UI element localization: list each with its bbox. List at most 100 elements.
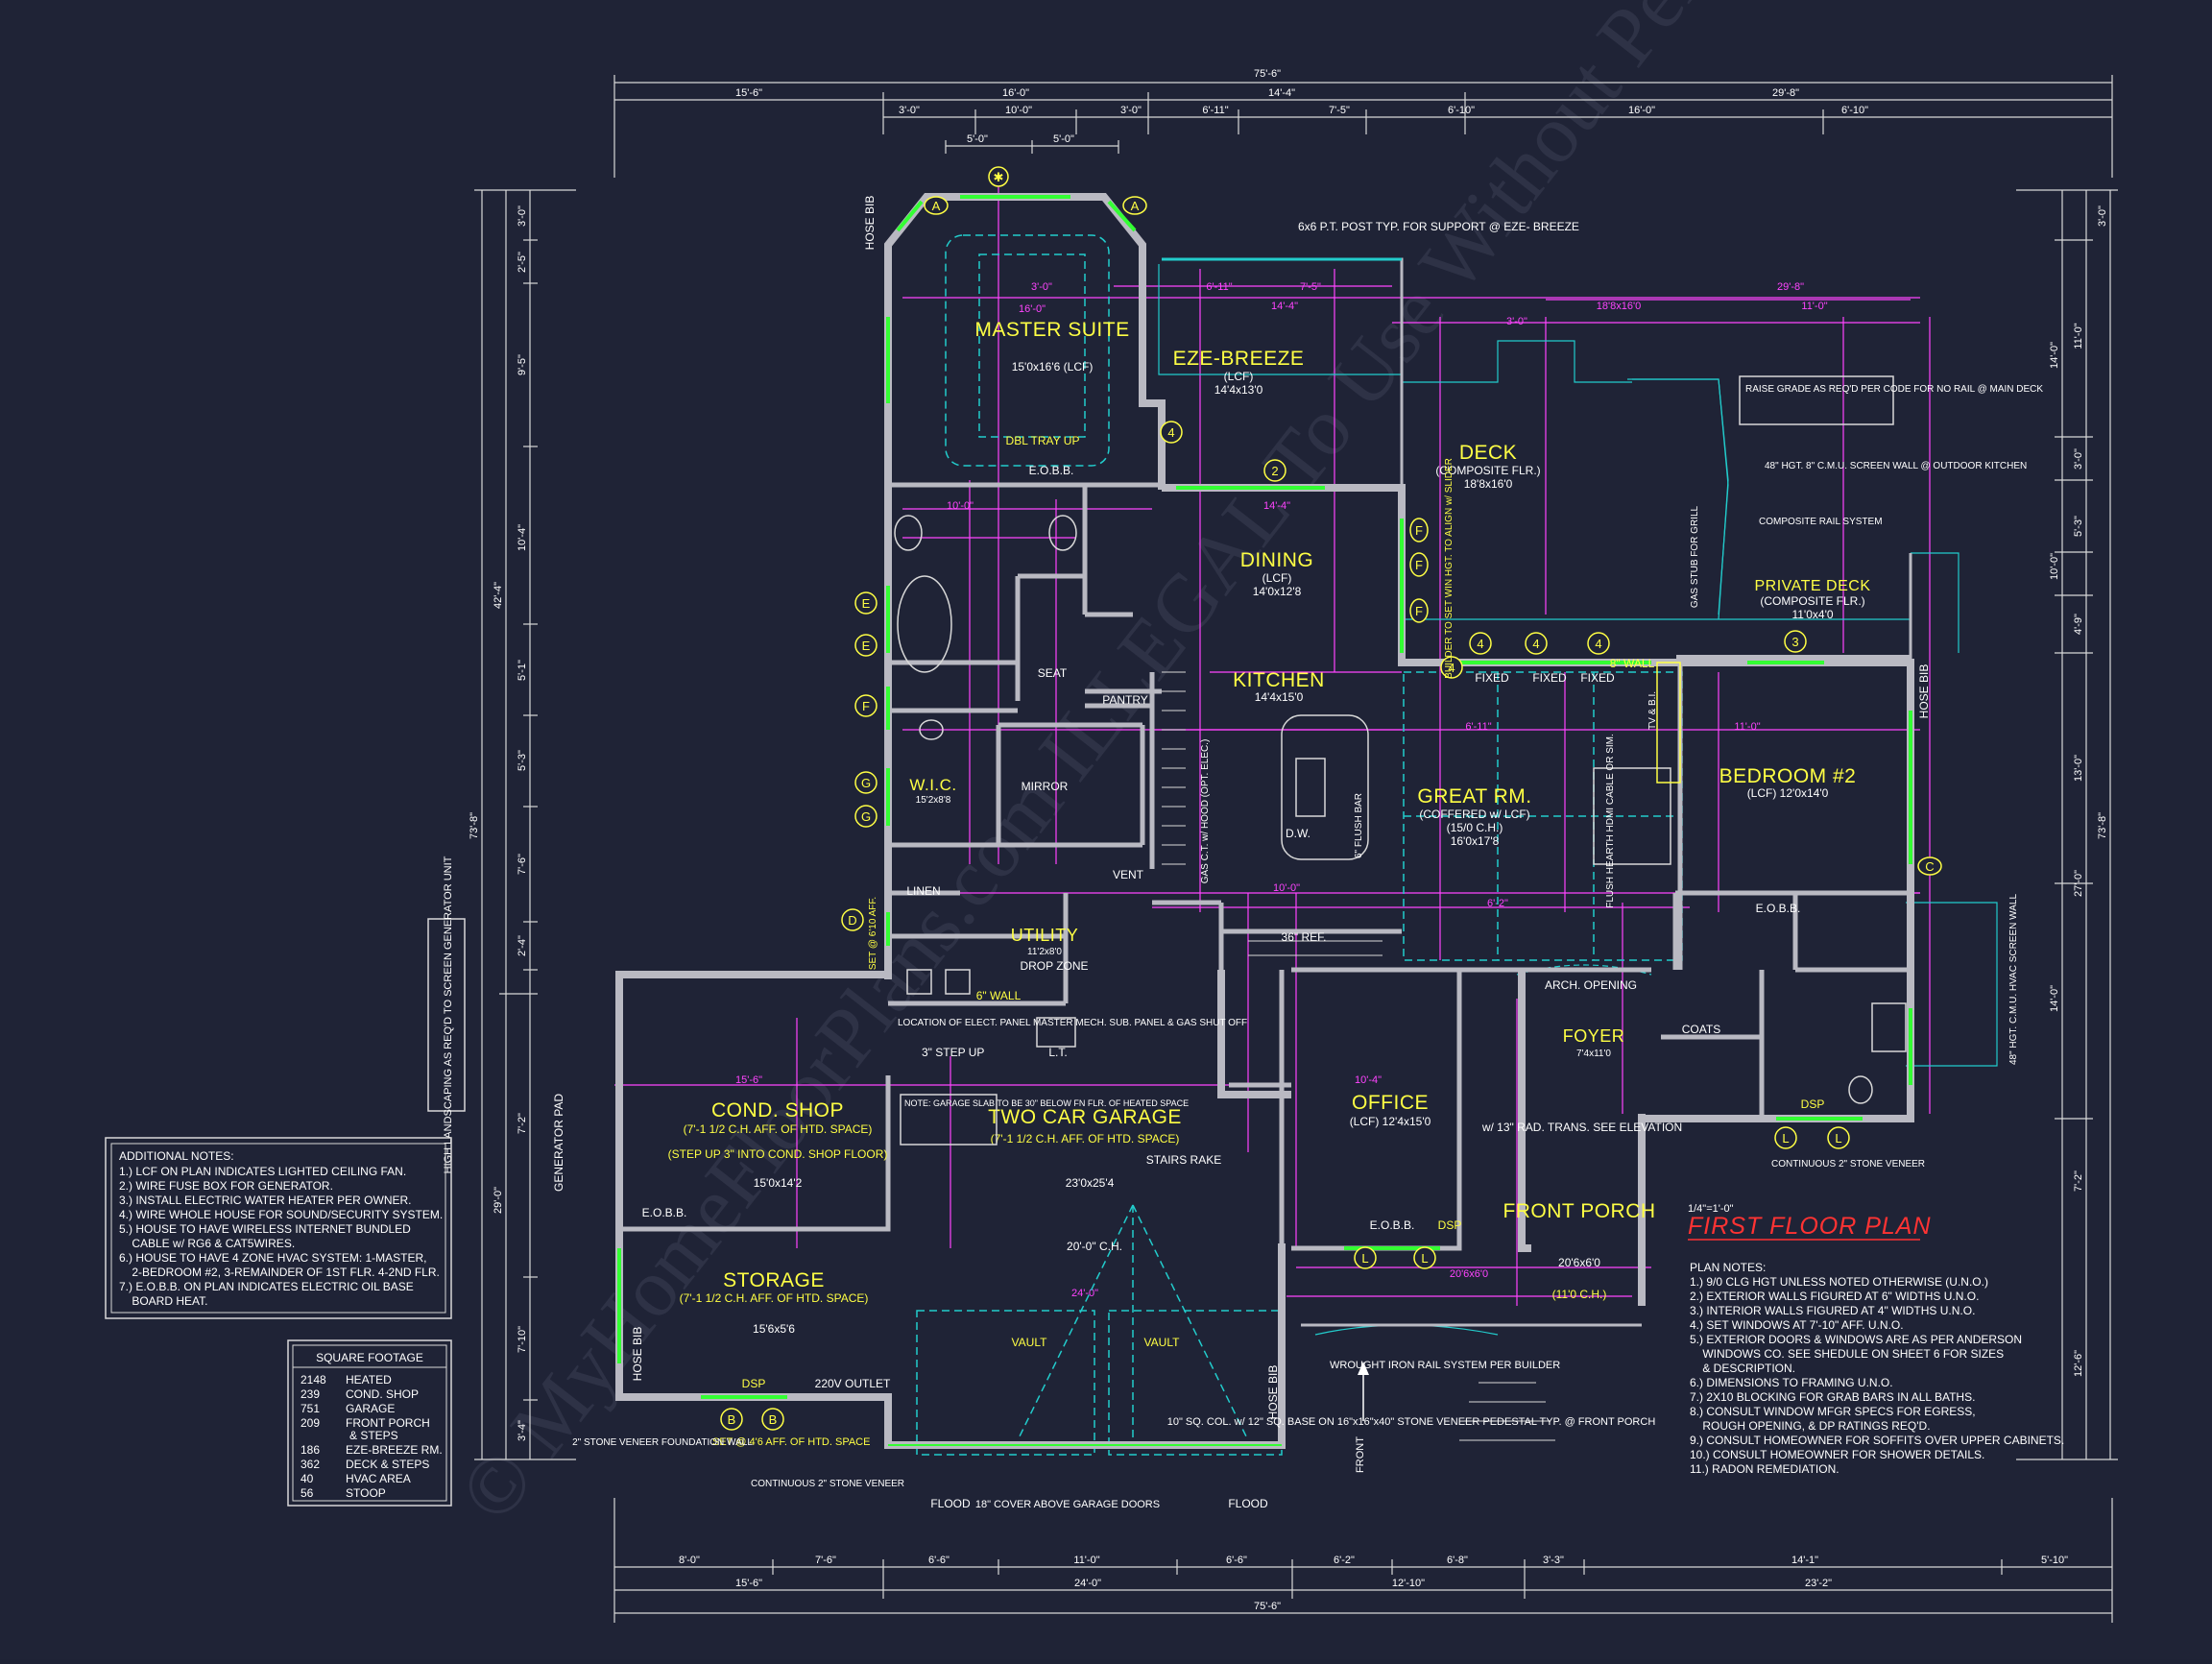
- landscaping-note: HIGH LANDSCAPING AS REQ'D TO SCREEN GENE…: [427, 856, 466, 1173]
- additional-note-4: 4.) WIRE WHOLE HOUSE FOR SOUND/SECURITY …: [119, 1208, 443, 1221]
- windows: [617, 195, 1912, 1446]
- plan-note-14: 11.) RADON REMEDIATION.: [1690, 1462, 1839, 1476]
- dining-size: 14'0x12'8: [1253, 585, 1302, 598]
- additional-note-9: 7.) E.O.B.B. ON PLAN INDICATES ELECTRIC …: [119, 1280, 414, 1293]
- tag-4-4: 4: [1532, 637, 1539, 651]
- dim-left-11: 3'-4": [517, 1420, 528, 1441]
- dim-bottom-3: 6'-6": [928, 1555, 950, 1566]
- utility-name: UTILITY: [1011, 926, 1079, 945]
- dim-right-total: 73'-8": [2097, 812, 2108, 839]
- dim-bottom-10: 5'-10": [2041, 1555, 2068, 1566]
- tag-2: 2: [1271, 464, 1278, 478]
- master-suite-size: 15'0x16'6 (LCF): [1012, 360, 1094, 374]
- dim-bottom-4: 11'-0": [1073, 1555, 1099, 1566]
- plan-note-6: WINDOWS CO. SEE SHEDULE ON SHEET 6 FOR S…: [1690, 1347, 2004, 1361]
- watermark-text-1: © MyHomeFloorPlans.com ILLEGAL To Use Wi…: [441, 0, 1877, 1538]
- elect-panel-label: LOCATION OF ELECT. PANEL MASTER MECH. SU…: [898, 1018, 1247, 1028]
- additional-note-5: 5.) HOUSE TO HAVE WIRELESS INTERNET BUND…: [119, 1222, 411, 1236]
- mirror-label: MIRROR: [1022, 780, 1069, 793]
- mdim-13: 11'-0": [1734, 721, 1760, 733]
- arch-opening-label: ARCH. OPENING: [1545, 978, 1637, 992]
- slider-note-label: BUILDER TO SET WIN HGT. TO ALIGN w/ SLID…: [1444, 458, 1455, 679]
- ref-label: 36" REF.: [1282, 930, 1327, 944]
- dim-top-3: 14'-4": [1268, 87, 1295, 99]
- left-dimensions: 73'-8" 42'-4" 29'-0" 3'-0" 2'-5" 9'-5" 1…: [469, 189, 576, 1460]
- great-room-size: 16'0x17'8: [1451, 834, 1500, 848]
- sqft-value-2: 239: [301, 1387, 320, 1401]
- eobb-master: E.O.B.B.: [1029, 464, 1074, 477]
- mdim-1: 3'-0": [1031, 281, 1052, 293]
- fixed-label-1: FIXED: [1475, 671, 1509, 685]
- vent-label: VENT: [1113, 868, 1144, 881]
- dim-total-width: 75'-6": [1254, 68, 1281, 80]
- dim-left-3: 9'-5": [517, 354, 528, 375]
- dim-bottom-r2-4: 23'-2": [1805, 1578, 1832, 1589]
- lt-label: L.T.: [1048, 1046, 1067, 1059]
- drawing-title: FIRST FLOOR PLAN: [1688, 1213, 1932, 1240]
- dim-top-r2-3: 3'-0": [1120, 105, 1142, 116]
- stone-veneer-right: CONTINUOUS 2" STONE VENEER: [1771, 1159, 1925, 1170]
- mdim-3: 6'-11": [1206, 281, 1232, 293]
- plan-notes-title: PLAN NOTES:: [1690, 1261, 1766, 1274]
- plan-note-3: 3.) INTERIOR WALLS FIGURED AT 4" WIDTHS …: [1690, 1304, 1975, 1317]
- coats-label: COATS: [1682, 1023, 1720, 1036]
- stone-foundation-label: 2" STONE VENEER FOUNDATION WALL: [572, 1437, 753, 1448]
- dim-left-6: 5'-3": [517, 750, 528, 771]
- title-block: 1/4"=1'-0" FIRST FLOOR PLAN PLAN NOTES: …: [1688, 1203, 2064, 1476]
- additional-note-6: CABLE w/ RG6 & CAT5WIRES.: [119, 1237, 295, 1250]
- flood-label-1: FLOOD: [930, 1497, 971, 1510]
- dim-top-r2-6: 6'-10": [1448, 105, 1475, 116]
- dim-bottom-2: 7'-6": [815, 1555, 836, 1566]
- dim-top-r2-7: 16'-0": [1628, 105, 1655, 116]
- sqft-label-1: HEATED: [346, 1373, 392, 1387]
- additional-note-3: 3.) INSTALL ELECTRIC WATER HEATER PER OW…: [119, 1194, 411, 1207]
- dim-bottom-1: 8'-0": [679, 1555, 700, 1566]
- hose-bib-right: HOSE BIB: [1917, 664, 1931, 719]
- stairs-rake-label: STAIRS RAKE: [1146, 1153, 1221, 1167]
- outlet-label: 220V OUTLET: [815, 1377, 891, 1390]
- plan-note-7: & DESCRIPTION.: [1690, 1362, 1795, 1375]
- tag-e-1: E: [862, 596, 871, 611]
- garage-cover-label: 18" COVER ABOVE GARAGE DOORS: [975, 1499, 1160, 1510]
- sqft-label-4: FRONT PORCH: [346, 1416, 430, 1430]
- generator-pad-label: GENERATOR PAD: [552, 1094, 565, 1192]
- wall8-label: 8" WALL: [1610, 657, 1655, 670]
- dim-top-r2-8: 6'-10": [1841, 105, 1868, 116]
- flood-label-2: FLOOD: [1228, 1497, 1268, 1510]
- garage-name: TWO CAR GARAGE: [988, 1106, 1182, 1128]
- window-tags: ✱ A A 4 2 F F F 4 4 4 4 3 C E E F G G D …: [720, 166, 1942, 1431]
- storage-name: STORAGE: [723, 1269, 825, 1291]
- tag-l-2: L: [1421, 1251, 1428, 1266]
- sqft-label-5: & STEPS: [349, 1429, 398, 1442]
- dim-right-5: 5'-3": [2073, 516, 2084, 537]
- dim-top-r3-1: 5'-0": [967, 133, 988, 145]
- dim-bottom-8: 3'-3": [1543, 1555, 1564, 1566]
- additional-note-1: 1.) LCF ON PLAN INDICATES LIGHTED CEILIN…: [119, 1165, 406, 1178]
- garage-sub: (7'-1 1/2 C.H. AFF. OF HTD. SPACE): [991, 1132, 1180, 1146]
- kitchen-name: KITCHEN: [1233, 669, 1325, 691]
- cond-shop-sub2: (STEP UP 3" INTO COND. SHOP FLOOR): [668, 1147, 888, 1161]
- step-up-label: 3" STEP UP: [922, 1046, 984, 1059]
- column-note-label: 10" SQ. COL. w/ 12" SQ. BASE ON 16"x16"x…: [1167, 1416, 1656, 1428]
- plan-note-1: 1.) 9/0 CLG HGT UNLESS NOTED OTHERWISE (…: [1690, 1275, 1988, 1289]
- dbl-tray-label: DBL TRAY UP: [1006, 434, 1080, 447]
- dim-bottom-r2-2: 24'-0": [1074, 1578, 1101, 1589]
- porch-ch: (11'0 C.H.): [1552, 1288, 1607, 1301]
- mdim-19: 20'6x6'0: [1450, 1268, 1488, 1280]
- tag-4-2: 4: [1448, 661, 1455, 675]
- drop-zone-label: DROP ZONE: [1020, 959, 1088, 973]
- foyer-wall: [1638, 1114, 1762, 1306]
- tag-b-2: B: [769, 1412, 778, 1427]
- sqft-value-8: 40: [301, 1472, 314, 1485]
- landscaping-text: HIGH LANDSCAPING AS REQ'D TO SCREEN GENE…: [443, 856, 454, 1173]
- additional-note-7: 6.) HOUSE TO HAVE 4 ZONE HVAC SYSTEM: 1-…: [119, 1251, 427, 1265]
- dim-bottom-r2-3: 12'-10": [1392, 1578, 1425, 1589]
- tag-g-2: G: [861, 809, 871, 824]
- dim-bottom-6: 6'-2": [1334, 1555, 1355, 1566]
- dim-bottom-7: 6'-8": [1447, 1555, 1468, 1566]
- sqft-label-6: EZE-BREEZE RM.: [346, 1443, 443, 1457]
- eze-breeze-name: EZE-BREEZE: [1173, 348, 1305, 370]
- set-aff2-label: SET @ 6'10 AFF.: [868, 897, 878, 970]
- tag-4-5: 4: [1595, 637, 1601, 651]
- mdim-12: 6'-11": [1465, 721, 1491, 733]
